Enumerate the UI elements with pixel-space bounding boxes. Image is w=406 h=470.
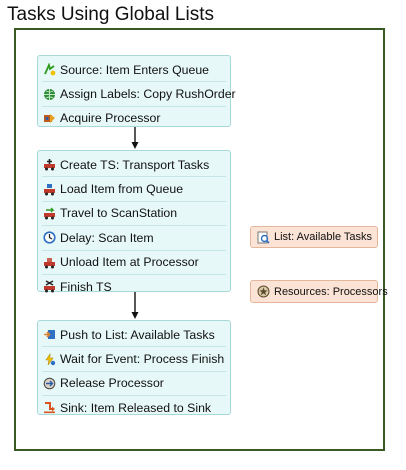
activity-group-3[interactable]: Push to List: Available Tasks Wait for E… — [37, 320, 231, 415]
source-icon — [43, 63, 56, 76]
activity-label: Unload Item at Processor — [60, 255, 199, 270]
list-available-tasks[interactable]: List: Available Tasks — [250, 226, 378, 248]
activity-label: Wait for Event: Process Finish — [60, 352, 225, 367]
delay-icon — [43, 231, 56, 244]
push-icon — [43, 328, 56, 341]
list-icon — [257, 231, 270, 244]
unload-icon — [43, 256, 56, 269]
activity-label: Assign Labels: Copy RushOrder — [60, 87, 236, 102]
finish-icon — [43, 280, 56, 293]
release-icon — [43, 377, 56, 390]
activity-label: Finish TS — [60, 279, 112, 294]
activity-label: Acquire Processor — [60, 111, 161, 126]
globe-icon — [43, 88, 56, 101]
activity-group-2[interactable]: Create TS: Transport Tasks Load Item fro… — [37, 150, 231, 294]
activity-label: Sink: Item Released to Sink — [60, 400, 212, 415]
activity-finish-ts[interactable]: Finish TS — [42, 275, 226, 298]
activity-travel[interactable]: Travel to ScanStation — [42, 202, 226, 227]
activity-sink[interactable]: Sink: Item Released to Sink — [42, 396, 226, 419]
activity-assign-labels[interactable]: Assign Labels: Copy RushOrder — [42, 82, 236, 107]
connector-arrow-2 — [131, 292, 139, 319]
load-icon — [43, 183, 56, 196]
activity-load-item[interactable]: Load Item from Queue — [42, 177, 226, 202]
activity-acquire-processor[interactable]: Acquire Processor — [42, 107, 226, 130]
activity-label: Source: Item Enters Queue — [60, 62, 210, 77]
activity-label: Create TS: Transport Tasks — [60, 157, 210, 172]
activity-group-1[interactable]: Source: Item Enters Queue Assign Labels:… — [37, 55, 236, 130]
connector-arrow-1 — [131, 127, 139, 149]
activity-delay[interactable]: Delay: Scan Item — [42, 226, 226, 251]
create-ts-icon — [43, 158, 56, 171]
activity-wait-for-event[interactable]: Wait for Event: Process Finish — [42, 347, 226, 372]
travel-icon — [43, 207, 56, 220]
activity-label: Release Processor — [60, 376, 164, 391]
activity-label: Load Item from Queue — [60, 182, 184, 197]
diagram-title: Tasks Using Global Lists — [7, 4, 214, 25]
activity-push-to-list[interactable]: Push to List: Available Tasks — [42, 323, 226, 348]
acquire-icon — [43, 112, 56, 125]
activity-unload-item[interactable]: Unload Item at Processor — [42, 251, 226, 275]
activity-release-processor[interactable]: Release Processor — [42, 372, 226, 397]
activity-source[interactable]: Source: Item Enters Queue — [42, 58, 226, 83]
activity-label: Delay: Scan Item — [60, 230, 154, 245]
resources-processors[interactable]: Resources: Processors — [250, 280, 388, 303]
resources-icon — [257, 285, 270, 298]
side-item-label: List: Available Tasks — [274, 231, 373, 243]
activity-create-ts[interactable]: Create TS: Transport Tasks — [42, 153, 226, 178]
side-item-label: Resources: Processors — [274, 285, 388, 298]
wait-icon — [43, 352, 56, 366]
sink-icon — [43, 401, 56, 414]
activity-label: Push to List: Available Tasks — [60, 327, 215, 342]
activity-label: Travel to ScanStation — [60, 206, 178, 221]
